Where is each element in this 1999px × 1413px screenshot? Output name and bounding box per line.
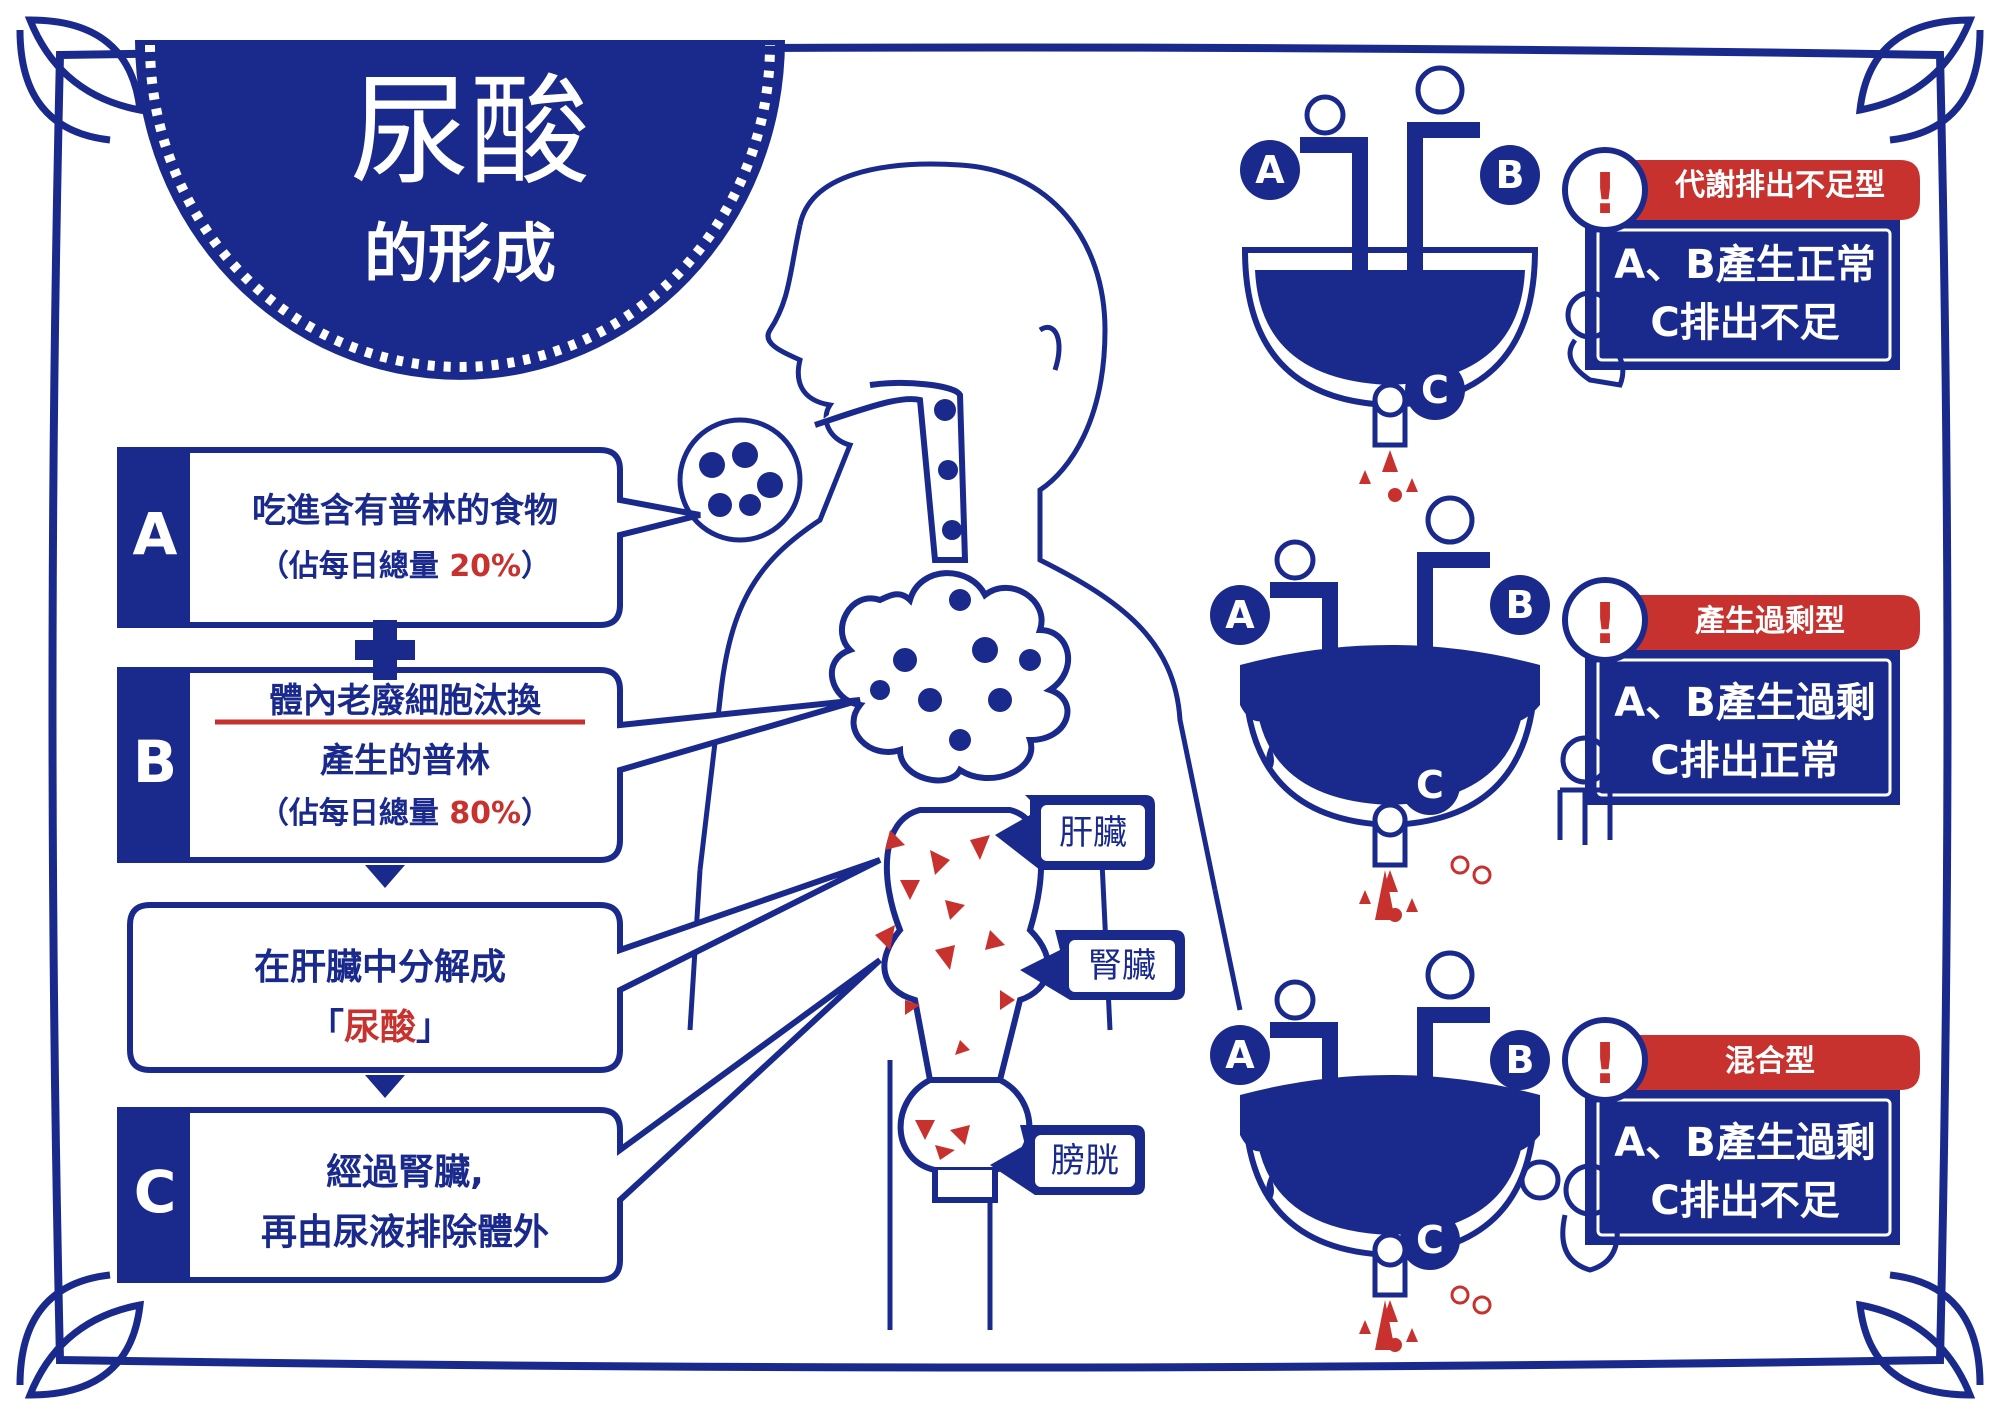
organ-tags: [990, 795, 1185, 1195]
step-a-line2: （佔每日總量 20%）: [200, 548, 610, 586]
type1-line1: A、B產生正常: [1614, 242, 1876, 288]
step-c-line2: 再由尿液排除體外: [260, 1212, 549, 1253]
step-b-prefix: （佔每日總量: [258, 796, 450, 831]
type-cards: [1562, 147, 1920, 1245]
step-liver-suffix: 」: [416, 1007, 453, 1048]
type2-title: 產生過剩型: [1695, 604, 1845, 639]
body-outline: [687, 161, 1243, 1330]
drain-c-label-2: C: [1416, 763, 1444, 807]
step-liver-uric: 尿酸: [343, 1007, 416, 1048]
faucet-b-label-3: B: [1505, 1038, 1535, 1082]
organ-liver-label: 肝臟: [1059, 813, 1127, 853]
small-figures: [1519, 290, 1626, 1273]
faucet-a-label-2: A: [1225, 593, 1255, 637]
faucet-b-label-1: B: [1495, 153, 1525, 197]
digestive-tract: [814, 380, 1071, 1203]
step-c-letter: C: [133, 1158, 177, 1226]
purine-dots: [870, 399, 1041, 751]
step-a-percent: 20%: [449, 549, 522, 584]
organ-kidney-label: 腎臟: [1088, 946, 1156, 986]
type3-line1: A、B產生過剩: [1614, 1120, 1876, 1166]
title-sub: 的形成: [364, 218, 556, 292]
faucet-a-label-3: A: [1225, 1033, 1255, 1077]
type2-line1: A、B產生過剩: [1614, 680, 1876, 726]
type2-alert-icon: !: [1592, 592, 1618, 657]
type1-alert-icon: !: [1592, 162, 1618, 227]
step-a-prefix: （佔每日總量: [258, 549, 450, 584]
faucet-b-label-2: B: [1505, 583, 1535, 627]
step-b-line1: 體內老廢細胞汰換: [269, 681, 541, 721]
step-boxes: [117, 447, 883, 1283]
step-a-letter: A: [132, 500, 178, 568]
step-liver-line1: 在肝臟中分解成: [253, 947, 506, 988]
corner-ornaments: [16, 16, 1984, 1399]
faucet-a-label-1: A: [1255, 148, 1285, 192]
type1-title: 代謝排出不足型: [1675, 168, 1885, 203]
urate-crystals: [875, 830, 1015, 1160]
type1-line2: C排出不足: [1650, 300, 1840, 346]
type2-line2: C排出正常: [1650, 738, 1840, 784]
type3-title: 混合型: [1725, 1044, 1815, 1079]
step-c-line1: 經過腎臟,: [326, 1152, 484, 1193]
page-border: [48, 43, 1952, 1372]
plus-sign: +: [355, 600, 415, 601]
drain-c-label-1: C: [1421, 368, 1449, 412]
title-badge: [135, 40, 785, 380]
step-a-line1: 吃進含有普林的食物: [252, 491, 558, 531]
step-liver-prefix: 「: [307, 1007, 344, 1048]
food-bubble: [677, 417, 803, 543]
step-a-suffix: ）: [521, 549, 552, 584]
step-liver-line2: 「尿酸」: [150, 1005, 610, 1050]
type3-alert-icon: !: [1592, 1032, 1618, 1097]
bowl-illustrations: [1210, 65, 1550, 1352]
step-b-suffix: ）: [521, 796, 552, 831]
step-b-line2: 產生的普林: [320, 741, 490, 781]
organ-bladder-label: 膀胱: [1051, 1141, 1119, 1181]
step-b-percent: 80%: [449, 796, 522, 831]
type3-line2: C排出不足: [1650, 1178, 1840, 1224]
drain-c-label-3: C: [1416, 1218, 1444, 1262]
step-b-letter: B: [132, 728, 178, 796]
step-b-line3: （佔每日總量 80%）: [200, 795, 610, 833]
title-main: 尿酸: [350, 63, 590, 202]
